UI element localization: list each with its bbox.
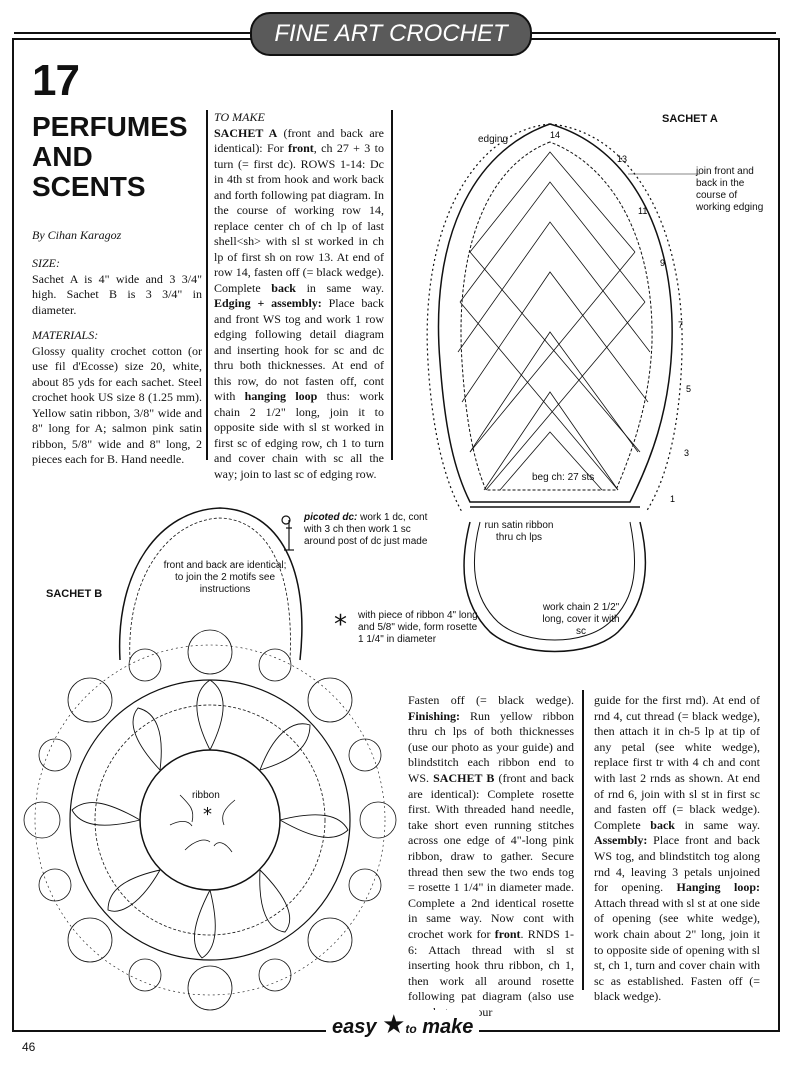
column-divider-3 <box>582 690 584 990</box>
column-divider-2 <box>391 110 393 460</box>
section-banner: FINE ART CROCHET <box>250 12 532 56</box>
ribbon-note: run satin ribbon thru ch lps <box>484 520 554 543</box>
footer-easy: easy <box>332 1016 377 1038</box>
assembly-text-3: Place front and back WS tog, and blindst… <box>594 833 760 895</box>
assembly-label: Assembly: <box>594 833 648 848</box>
materials-text: Glossy quality crochet cotton (or use fi… <box>32 343 202 467</box>
row-number-13: 13 <box>617 154 627 164</box>
banner-rule-right <box>528 32 776 34</box>
byline: By Cihan Karagoz <box>32 228 122 242</box>
star-icon: ★ <box>382 1010 406 1040</box>
picoted-dc-legend: picoted dc: work 1 dc, cont with 3 ch th… <box>304 512 430 548</box>
join-note: join front and back in the course of wor… <box>696 166 764 213</box>
title-line-3: SCENTS <box>32 171 146 202</box>
finishing-label: Finishing: <box>408 708 461 723</box>
edging-label: edging <box>478 134 508 145</box>
ribbon-star: * <box>203 804 212 825</box>
finishing-column: Fasten off (= black wedge). Finishing: R… <box>408 693 574 1020</box>
picoted-dc-text: work 1 dc, cont with 3 ch then work 1 sc… <box>304 512 428 547</box>
banner-rule-left <box>14 32 252 34</box>
left-column: SIZE: Sachet A is 4" wide and 3 3/4" hig… <box>32 256 202 478</box>
article-number: 17 <box>32 56 80 105</box>
rosette-note: with piece of ribbon 4" long and 5/8" wi… <box>358 610 478 645</box>
page-number: 46 <box>22 1040 36 1054</box>
assembly-text-2: in same way. <box>674 817 760 832</box>
picoted-dc-term: picoted dc: <box>304 512 358 523</box>
easy-to-make-logo: easy ★to make <box>326 1010 480 1040</box>
sachet-a-label: SACHET A <box>662 113 718 125</box>
row-number-1: 1 <box>670 494 675 504</box>
to-make-text-1: (front and back are identical): For <box>214 125 385 156</box>
sachet-b-label: SACHET B <box>46 588 103 600</box>
sachet-b-diagram: ribbon * <box>23 507 397 1011</box>
to-make-heading: TO MAKE <box>214 110 265 124</box>
row-number-7: 7 <box>678 320 683 330</box>
back-label: back <box>271 280 296 295</box>
row-number-11: 11 <box>638 206 647 216</box>
size-text: Sachet A is 4" wide and 3 3/4" high. Sac… <box>32 271 202 317</box>
ribbon-label: ribbon <box>192 790 220 801</box>
beg-ch-label: beg ch: 27 sts <box>532 472 594 483</box>
article-title: PERFUMES AND SCENTS <box>32 112 188 202</box>
footer-make: make <box>422 1016 474 1038</box>
rosette-star-icon: * <box>334 610 347 640</box>
finishing-text-1: Fasten off (= black wedge). <box>408 693 574 707</box>
finishing-text-3: (front and back are identical): Complete… <box>408 770 574 941</box>
to-make-text-4: Place back and front WS tog and work 1 r… <box>214 296 384 403</box>
to-make-column: TO MAKE SACHET A (front and back are ide… <box>214 110 384 482</box>
edging-label: Edging + assembly: <box>214 296 322 310</box>
title-line-2: AND <box>32 141 93 172</box>
column-divider-1 <box>206 110 208 460</box>
front-label-2: front <box>494 926 521 941</box>
finishing-text-4: . RNDS 1-6: Attach thread with sl st ins… <box>408 926 574 1019</box>
assembly-column: guide for the first rnd). At end of rnd … <box>594 693 760 1005</box>
assembly-text-4: Attach thread with sl st at one side of … <box>594 895 760 1004</box>
work-chain-note: work chain 2 1/2" long, cover it with sc <box>542 602 620 637</box>
identical-note: front and back are identical; to join th… <box>163 560 287 595</box>
row-number-5: 5 <box>686 384 691 394</box>
assembly-text-1: guide for the first rnd). At end of rnd … <box>594 693 760 832</box>
hanging-loop-label: hanging loop <box>244 389 318 403</box>
title-line-1: PERFUMES <box>32 111 188 142</box>
back-label-2: back <box>650 817 675 832</box>
sachet-a-diagram: SACHET A edging beg ch: 27 sts 14 13 11 … <box>426 113 718 653</box>
footer-to: to <box>405 1022 417 1036</box>
to-make-text-5: thus: work chain 2 1/2" long, join it to… <box>214 389 384 481</box>
sachet-b-heading: SACHET B <box>433 770 495 785</box>
row-number-9: 9 <box>660 258 665 268</box>
size-heading: SIZE: <box>32 256 60 270</box>
to-make-text-2: , ch 27 + 3 to turn (= first dc). ROWS 1… <box>214 141 384 295</box>
finishing-text-2: Run yellow ribbon thru ch lps of both th… <box>408 708 574 785</box>
hanging-loop-label-2: Hanging loop: <box>676 880 760 895</box>
row-number-3: 3 <box>684 448 689 458</box>
sachet-a-label: SACHET A <box>214 125 278 140</box>
row-number-14: 14 <box>550 130 560 140</box>
materials-heading: MATERIALS: <box>32 328 99 342</box>
front-label: front <box>288 141 314 155</box>
to-make-text-3: in same way. <box>295 280 384 295</box>
